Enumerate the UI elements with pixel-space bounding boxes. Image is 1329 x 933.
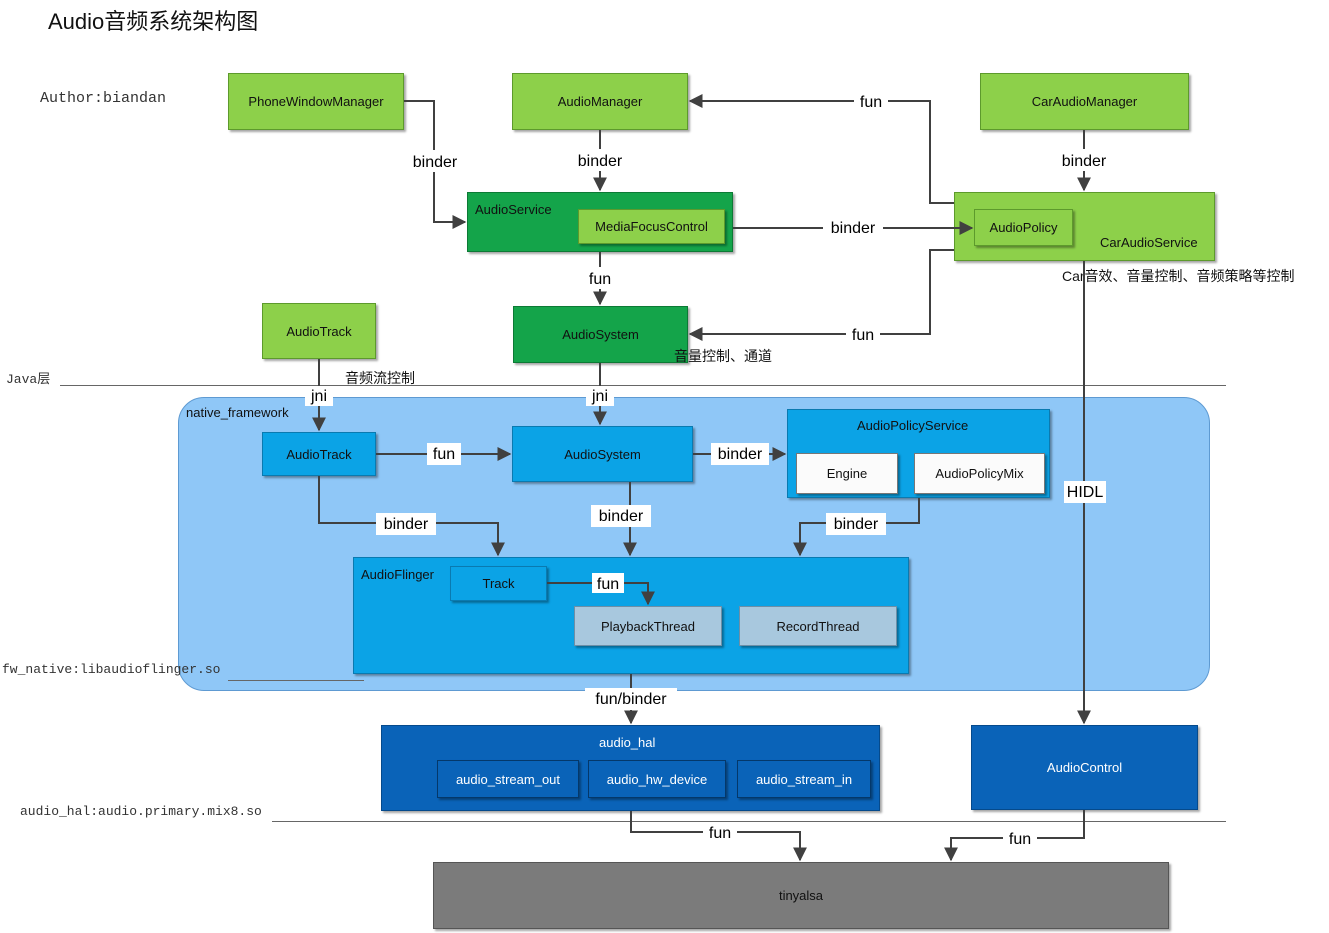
stream-control-annotation: 音频流控制 [345,370,415,386]
volume-channel-annotation: 音量控制、通道 [674,348,772,364]
audio-stream-out-node: audio_stream_out [437,760,579,798]
edge-label-af-hal: fun/binder [595,691,667,708]
audio-policy-node: AudioPolicy [974,209,1073,246]
java-layer-line [60,385,1226,386]
native-framework-label: native_framework [186,405,289,420]
native-audio-track-node: AudioTrack [262,432,376,476]
edge-cas-to-audiosystem [688,249,954,341]
car-description: Car音效、音量控制、音频策略等控制 [1062,268,1295,284]
edge-label-jni-system: jni [591,388,608,405]
diagram-title: Audio音频系统架构图 [48,9,259,34]
phone-window-manager-node: PhoneWindowManager [228,73,404,130]
fw-native-label: fw_native:libaudioflinger.so [2,662,221,677]
audio-manager-node: AudioManager [512,73,688,130]
car-audio-service-label: CarAudioService [1100,235,1198,250]
edge-label-track-fun-pt: fun [597,576,619,593]
track-node: Track [450,566,547,601]
hal-layer-line [272,821,1226,822]
edge-label-track-binder: binder [384,516,429,533]
audio-hal-label: audio_hal [599,735,656,750]
audio-stream-in-node: audio_stream_in [737,760,871,798]
edge-label-hal-tinyalsa: fun [709,825,731,842]
audio-policy-mix-node: AudioPolicyMix [914,453,1045,494]
edge-cas-to-am [688,94,954,204]
author-label: Author:biandan [40,90,167,107]
edge-label-cas-fun-sys: fun [852,327,874,344]
java-layer-label: Java层 [6,372,51,387]
fw-native-line [228,680,364,681]
hal-layer-label: audio_hal:audio.primary.mix8.so [20,804,262,819]
edge-track-to-playback [547,582,655,606]
edge-label-aps-binder-af: binder [834,516,879,533]
edge-label-as-fun: fun [589,271,611,288]
audio-hw-device-node: audio_hw_device [588,760,726,798]
edge-labels: binder binder binder fun binder fun fun … [305,90,1114,848]
playback-thread-node: PlaybackThread [574,606,722,646]
engine-node: Engine [796,453,898,494]
audio-policy-service-label: AudioPolicyService [857,418,969,433]
tinyalsa-node: tinyalsa [433,862,1169,929]
edge-label-sys-binder-af: binder [599,508,644,525]
car-audio-manager-node: CarAudioManager [980,73,1189,130]
audio-flinger-label: AudioFlinger [361,567,434,582]
edge-label-sys-binder-aps: binder [718,446,763,463]
edge-label-mfc-binder: binder [831,220,876,237]
audio-control-node: AudioControl [971,725,1198,810]
edge-label-am-binder: binder [578,153,623,170]
record-thread-node: RecordThread [739,606,897,646]
edge-label-cam-binder: binder [1062,153,1107,170]
edge-label-jni-track: jni [310,388,327,405]
edge-label-track-fun: fun [433,446,455,463]
java-audio-track-node: AudioTrack [262,303,376,359]
audio-service-label: AudioService [475,202,552,217]
edge-label-cas-fun-am: fun [860,94,882,111]
edge-label-pwm-binder: binder [413,154,458,171]
native-audio-system-node: AudioSystem [512,426,693,482]
edge-label-hidl: HIDL [1067,484,1104,501]
media-focus-control-node: MediaFocusControl [578,209,725,244]
edge-label-ctrl-tinyalsa: fun [1009,831,1031,848]
java-audio-system-node: AudioSystem [513,306,688,363]
